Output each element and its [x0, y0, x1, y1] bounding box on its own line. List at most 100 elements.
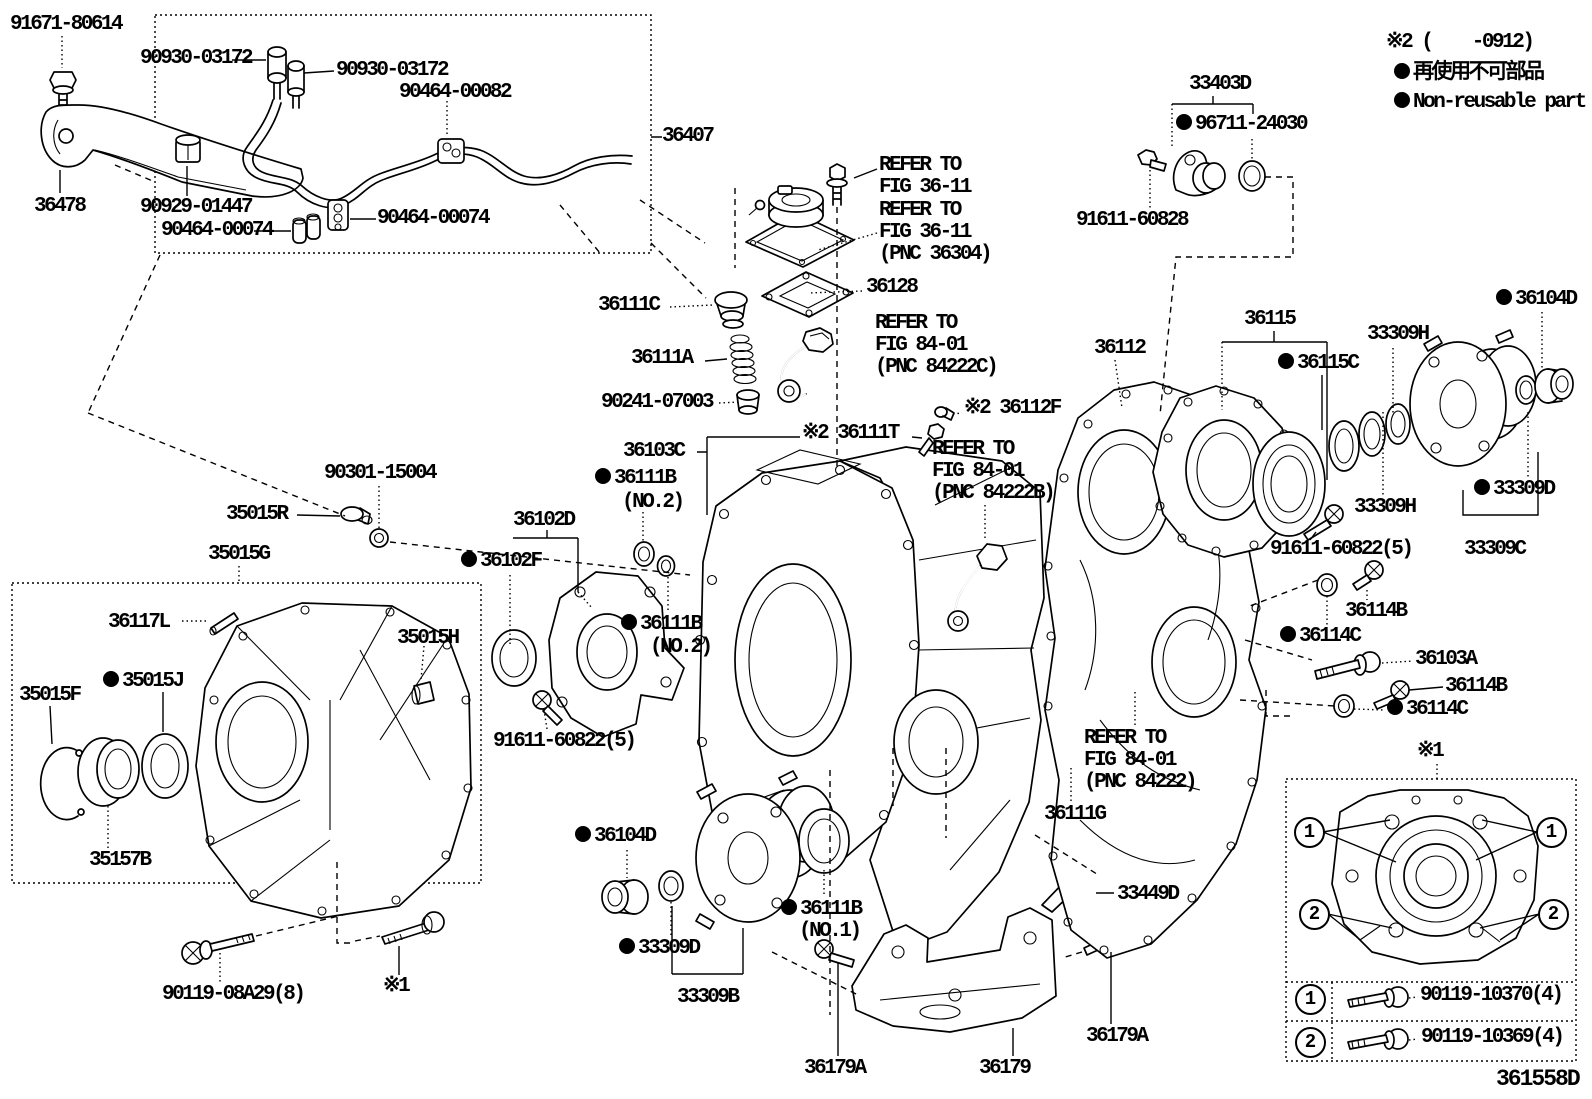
- part-label-96711-24030: 96711-24030: [1176, 114, 1309, 136]
- part-label-36179: 36179: [979, 1057, 1032, 1080]
- part-label-36103A: 36103A: [1415, 648, 1478, 671]
- main-case-drawing: [696, 447, 1045, 950]
- plug-36111C-drawing: [715, 292, 747, 328]
- part-label-90119-10370: 90119-10370(4): [1420, 984, 1564, 1007]
- bolt-36179A-left-drawing: [815, 940, 854, 967]
- rings-36111B-no2-drawing: [634, 542, 675, 576]
- callout-number-1: 1: [1536, 817, 1567, 848]
- stud-36117L-drawing: [210, 613, 238, 635]
- part-label-note1-bolt: ※1: [383, 975, 411, 998]
- part-label-legend-en: Non-reusable part: [1394, 92, 1587, 114]
- non-reusable-dot-icon: [1474, 479, 1490, 495]
- part-label-36111B-no2-b: 36111B: [621, 614, 703, 636]
- part-label-33403D: 33403D: [1189, 73, 1252, 96]
- part-label-90929-01447: 90929-01447: [140, 196, 254, 219]
- part-label-90464-00082: 90464-00082: [399, 81, 513, 104]
- non-reusable-dot-icon: [595, 468, 611, 484]
- flange-right-drawing: [1410, 330, 1536, 466]
- part-label-36102F: 36102F: [461, 551, 543, 573]
- sensor-84222B-drawing: [948, 544, 1007, 631]
- part-label-36111T: ※2 36111T: [802, 422, 900, 445]
- part-label-33309C: 33309C: [1464, 538, 1527, 561]
- non-reusable-dot-icon: [1394, 63, 1410, 79]
- bracket-36179-drawing: [852, 908, 1056, 1032]
- inset-box: [1286, 779, 1576, 1061]
- ring-33309D-b-drawing: [659, 871, 683, 901]
- part-label-90930-03172-b: 90930-03172: [336, 59, 450, 82]
- pump-36102D-drawing: [549, 572, 684, 737]
- ring-36114C-b-drawing: [1334, 695, 1354, 717]
- part-label-91671-80614: 91671-80614: [10, 13, 124, 36]
- part-label-ref-fig8401-plain: REFER TO FIG 84-01 (PNC 84222): [1084, 727, 1198, 794]
- part-label-90119-08A29: 90119-08A29(8): [162, 983, 306, 1006]
- part-label-ref-fig8401-c: REFER TO FIG 84-01 (PNC 84222C): [875, 312, 999, 379]
- seal-36111B-no1-drawing: [799, 809, 849, 873]
- part-label-36114B-b: 36114B: [1445, 675, 1508, 698]
- part-label-36111B-no2-a: 36111B: [595, 468, 677, 490]
- part-label-36104D-b: 36104D: [575, 826, 657, 848]
- part-label-35015J: 35015J: [103, 671, 185, 693]
- part-label-36114B-a: 36114B: [1345, 600, 1408, 623]
- part-label-36407: 36407: [662, 125, 715, 148]
- bolt-91671-80614-drawing: [50, 72, 76, 106]
- sensor-84222C-drawing: [778, 328, 833, 402]
- figure-code: 361558D: [1496, 1066, 1581, 1092]
- race-35157B-drawing: [78, 738, 139, 806]
- nut-36104D-b-drawing: [602, 880, 648, 914]
- part-label-36112F: ※2 36112F: [964, 397, 1062, 420]
- pin-35015H-drawing: [412, 682, 434, 704]
- callout-number-2: 2: [1538, 899, 1569, 930]
- part-label-35015R: 35015R: [226, 503, 289, 526]
- part-label-33309H-a: 33309H: [1367, 323, 1430, 346]
- leader-lines: [50, 36, 1542, 1056]
- seal-36115C-drawing: [1253, 432, 1325, 536]
- part-label-90119-10369: 90119-10369(4): [1421, 1026, 1565, 1049]
- part-label-36111A: 36111A: [631, 347, 694, 370]
- non-reusable-dot-icon: [1176, 114, 1192, 130]
- washer-90301-15004-drawing: [370, 529, 388, 547]
- spring-36111A-drawing: [730, 335, 756, 384]
- non-reusable-dot-icon: [575, 826, 591, 842]
- washer-nut-36104D-a-drawing: [1516, 369, 1573, 404]
- part-label-91611-60822-r: 91611-60822(5): [1270, 538, 1414, 561]
- inset-table-bolts: [1348, 987, 1408, 1049]
- non-reusable-dot-icon: [619, 938, 635, 954]
- inset-callout-lines: [1323, 820, 1539, 940]
- non-reusable-dot-icon: [1280, 626, 1296, 642]
- part-label-33309B: 33309B: [677, 986, 740, 1009]
- part-label-36111B-no1: 36111B: [781, 899, 863, 921]
- part-label-35157B: 35157B: [89, 849, 152, 872]
- part-label-36111G: 36111G: [1044, 803, 1107, 826]
- part-label-33449D: 33449D: [1117, 883, 1180, 906]
- non-reusable-dot-icon: [461, 551, 477, 567]
- part-label-36179A-l: 36179A: [804, 1057, 867, 1080]
- bolt-36111T-drawing: [919, 424, 944, 456]
- bolt-90119-08A29-drawing: [182, 934, 254, 964]
- part-label-33309H-b: 33309H: [1354, 496, 1417, 519]
- part-label-91611-60822-l: 91611-60822(5): [493, 730, 637, 753]
- non-reusable-dot-icon: [1278, 353, 1294, 369]
- part-label-ref-fig3611-a: REFER TO FIG 36-11: [879, 154, 972, 199]
- part-label-36111B-no1-sub: (NO.1): [799, 920, 862, 943]
- seal-36102F-drawing: [492, 630, 536, 686]
- part-label-36115: 36115: [1244, 308, 1297, 331]
- part-label-36104D-a: 36104D: [1496, 289, 1578, 311]
- rear-view-drawing: [1332, 790, 1538, 964]
- part-label-90464-00074-b: 90464-00074: [377, 207, 491, 230]
- callout-number-1: 1: [1294, 817, 1325, 848]
- part-label-90930-03172-a: 90930-03172: [140, 47, 254, 70]
- bolt-36103A-drawing: [1315, 652, 1380, 679]
- part-label-36179A-r: 36179A: [1086, 1025, 1149, 1048]
- bolt-36114B-b-drawing: [1374, 681, 1409, 709]
- non-reusable-dot-icon: [781, 899, 797, 915]
- gasket-36128-drawing: [762, 272, 853, 317]
- pin-36112F-drawing: [935, 407, 954, 420]
- part-label-36102D: 36102D: [513, 509, 576, 532]
- shift-unit-36304-drawing: [746, 164, 854, 267]
- ring-36114C-a-drawing: [1317, 574, 1337, 596]
- non-reusable-dot-icon: [1387, 699, 1403, 715]
- part-label-36115C: 36115C: [1278, 353, 1360, 375]
- non-reusable-dot-icon: [1496, 289, 1512, 305]
